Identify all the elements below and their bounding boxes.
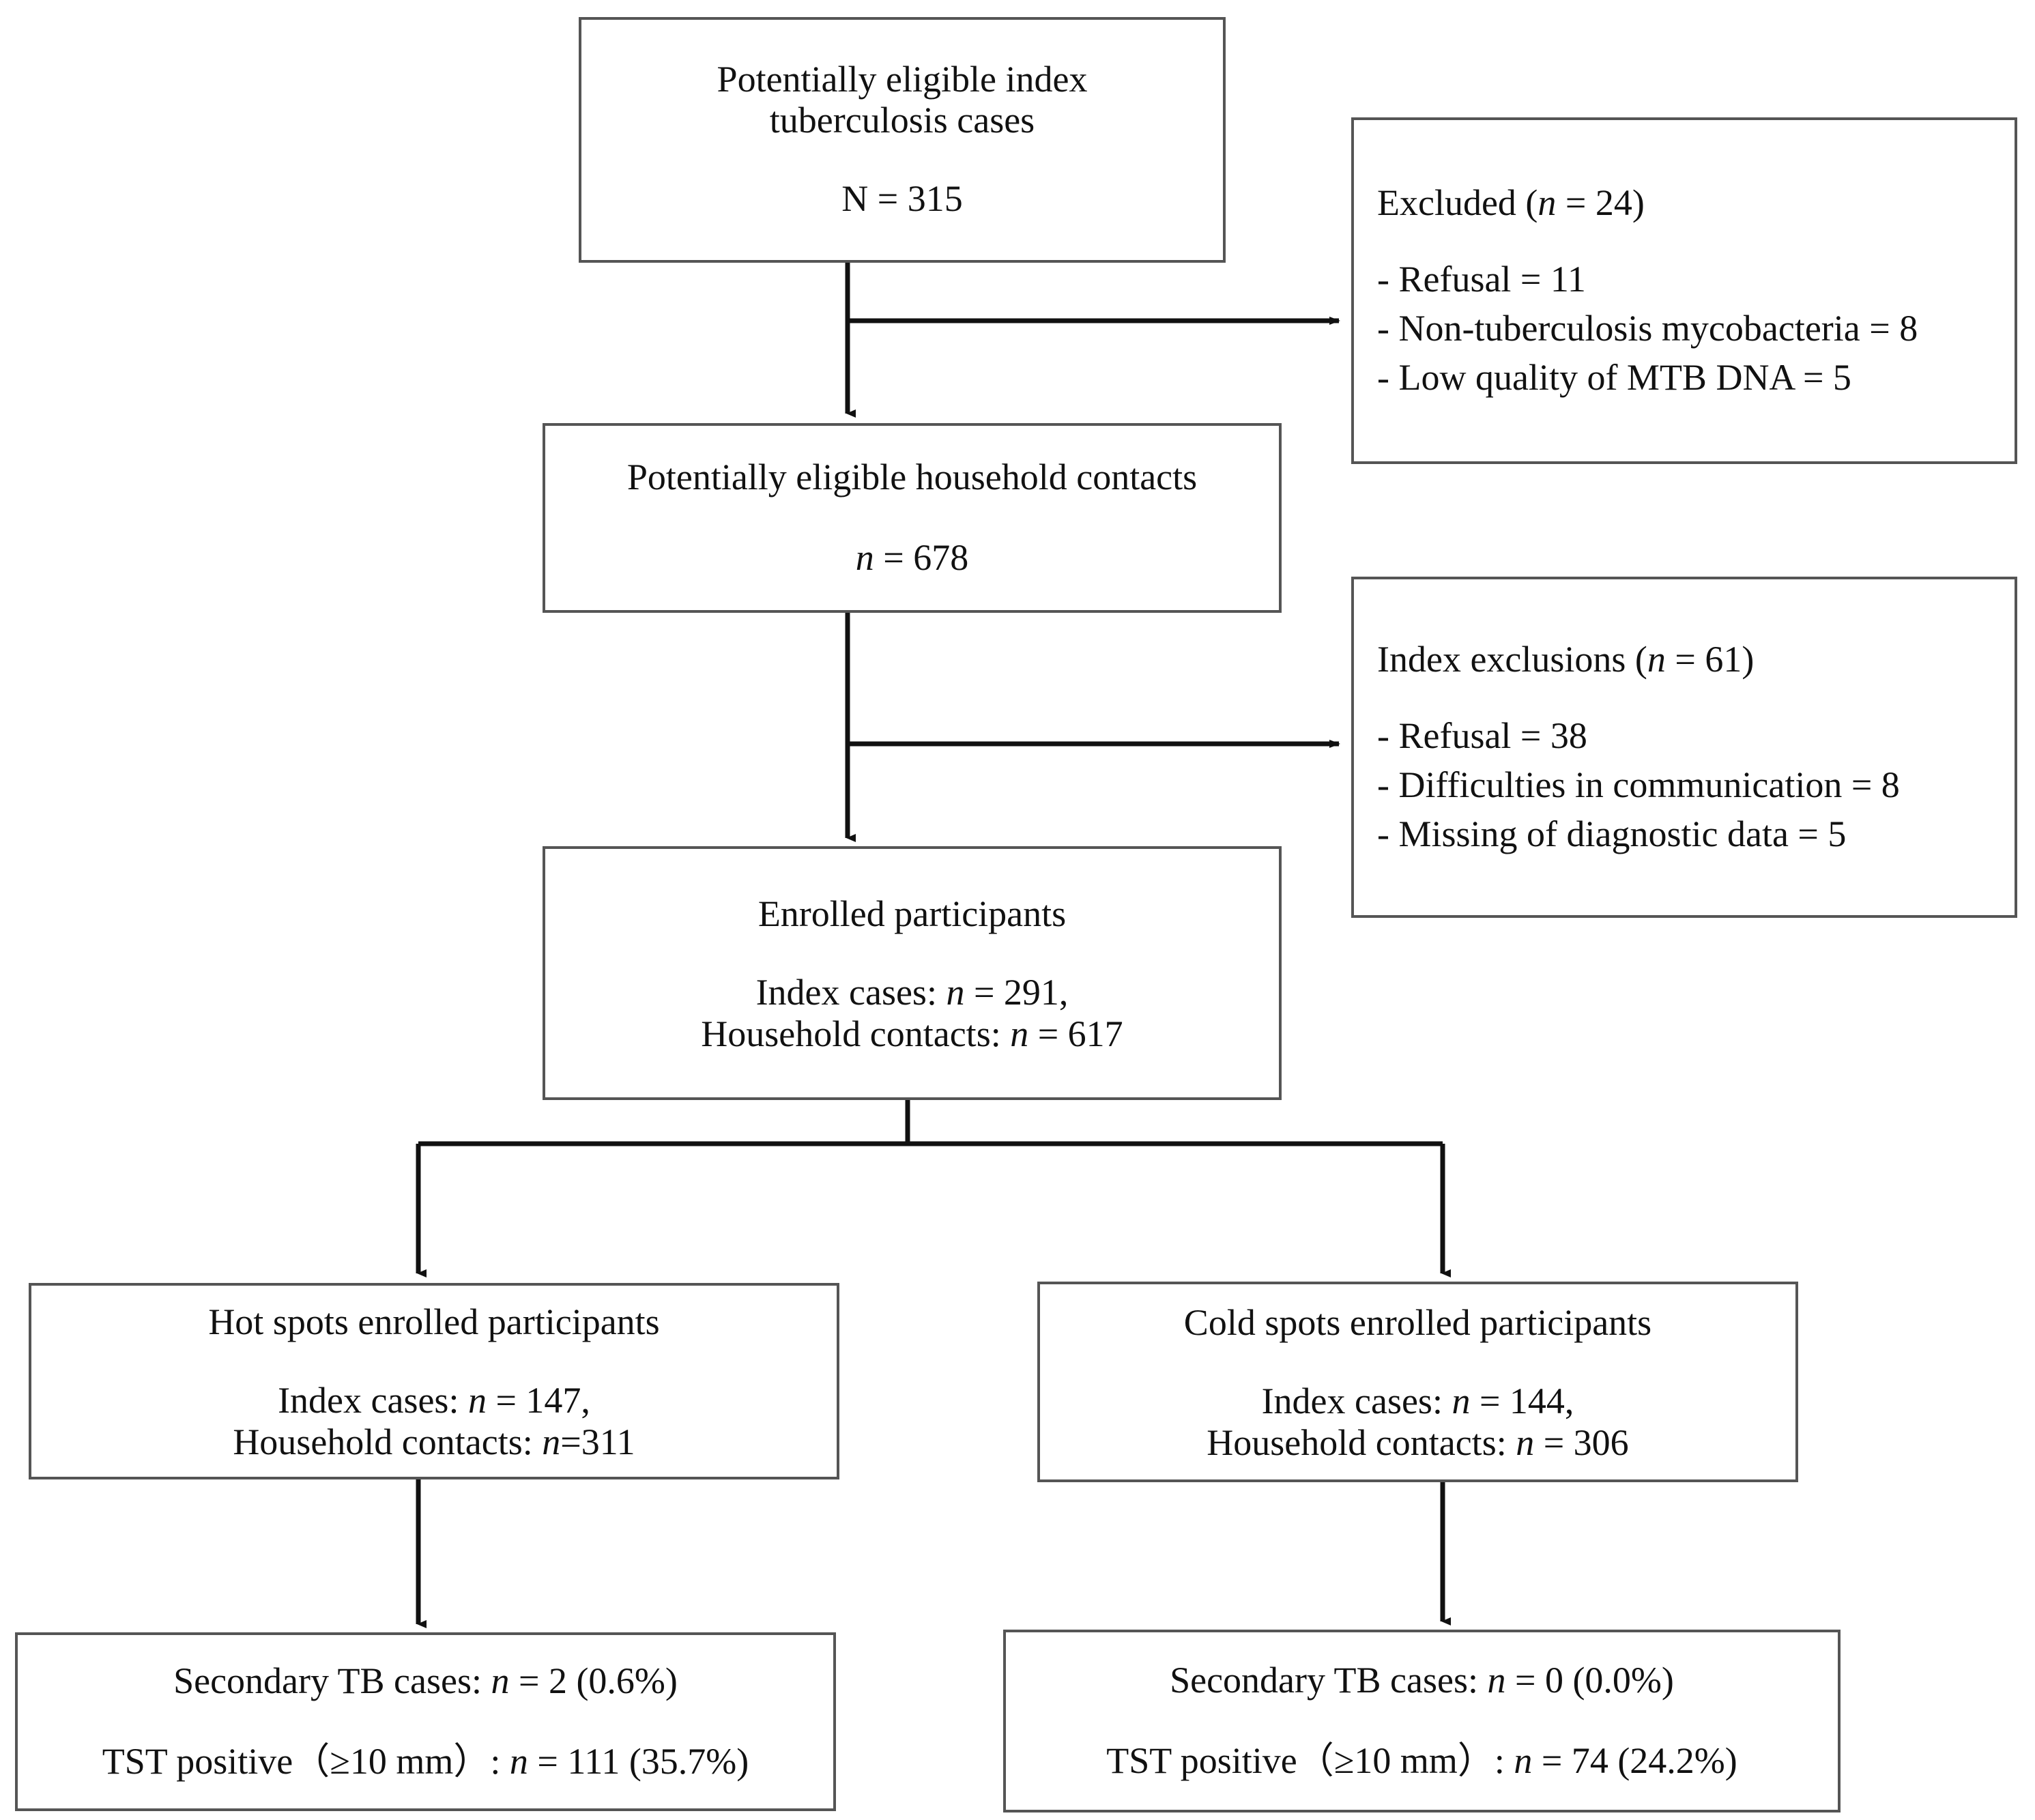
cold-results-secondary-italic: n (1487, 1660, 1506, 1701)
index-exclusions-heading-suffix: = 61) (1665, 639, 1755, 680)
household-count: n = 678 (856, 536, 968, 581)
cold-spots-index-label: Index cases: (1261, 1381, 1452, 1422)
household-title: Potentially eligible household contacts (626, 457, 1198, 498)
index-exclusions-item-1: - Difficulties in communication = 8 (1377, 764, 1900, 805)
node-hot-spots: Hot spots enrolled participants Index ca… (29, 1283, 839, 1479)
node-cold-spots-results: Secondary TB cases: n = 0 (0.0%) TST pos… (1003, 1630, 1841, 1812)
index-exclusions-heading: Index exclusions (n = 61) (1377, 637, 1754, 682)
enrolled-index-value: = 291, (964, 972, 1069, 1013)
hot-spots-contacts-label: Household contacts: (233, 1421, 543, 1462)
cold-results-tst-label: TST positive（≥10 mm）: (1106, 1740, 1514, 1781)
hot-spots-title: Hot spots enrolled participants (208, 1301, 660, 1342)
enrolled-index-label: Index cases: (755, 972, 947, 1013)
hot-results-tst-italic: n (509, 1741, 528, 1782)
enrolled-index-cases: Index cases: n = 291, (756, 972, 1069, 1013)
cold-spots-contacts-italic: n (1516, 1421, 1535, 1463)
index-exclusions-item-0: - Refusal = 38 (1377, 715, 1587, 757)
index-cases-count: N = 315 (841, 177, 963, 219)
enrolled-index-italic: n (946, 972, 965, 1013)
enrolled-contacts-italic: n (1010, 1013, 1029, 1054)
excluded-item-2: - Low quality of MTB DNA = 5 (1377, 356, 1851, 398)
cold-spots-contacts-label: Household contacts: (1207, 1421, 1516, 1463)
excluded-heading: Excluded (n = 24) (1377, 181, 1645, 226)
index-exclusions-item-2: - Missing of diagnostic data = 5 (1377, 813, 1847, 854)
node-hot-spots-results: Secondary TB cases: n = 2 (0.6%) TST pos… (15, 1632, 836, 1811)
excluded-heading-italic: n (1538, 182, 1557, 224)
hot-spots-index-label: Index cases: (278, 1380, 468, 1421)
hot-results-secondary-label: Secondary TB cases: (173, 1660, 491, 1702)
cold-spots-household-contacts: Household contacts: n = 306 (1207, 1422, 1628, 1463)
cold-results-tst-italic: n (1514, 1740, 1533, 1781)
excluded-item-1: - Non-tuberculosis mycobacteria = 8 (1377, 308, 1918, 349)
cold-spots-contacts-value: = 306 (1534, 1421, 1629, 1463)
hot-spots-index-cases: Index cases: n = 147, (278, 1380, 590, 1421)
cold-results-tst: TST positive（≥10 mm）: n = 74 (24.2%) (1106, 1739, 1737, 1784)
cold-results-tst-value: = 74 (24.2%) (1532, 1740, 1737, 1781)
enrolled-household-contacts: Household contacts: n = 617 (701, 1013, 1123, 1054)
hot-spots-index-italic: n (467, 1380, 487, 1421)
cold-spots-index-value: = 144, (1470, 1381, 1574, 1422)
hot-spots-contacts-italic: n (542, 1421, 561, 1462)
household-count-italic: n (855, 537, 874, 578)
node-index-cases: Potentially eligible index tuberculosis … (579, 17, 1226, 263)
node-cold-spots: Cold spots enrolled participants Index c… (1037, 1282, 1798, 1482)
cold-spots-title: Cold spots enrolled participants (1183, 1301, 1652, 1343)
index-exclusions-heading-italic: n (1647, 639, 1666, 680)
enrolled-contacts-value: = 617 (1028, 1013, 1123, 1054)
cold-results-secondary: Secondary TB cases: n = 0 (0.0%) (1170, 1658, 1674, 1703)
hot-results-secondary: Secondary TB cases: n = 2 (0.6%) (173, 1659, 678, 1704)
index-exclusions-heading-prefix: Index exclusions ( (1377, 639, 1647, 680)
hot-spots-contacts-value: =311 (560, 1421, 635, 1462)
hot-results-secondary-value: = 2 (0.6%) (509, 1660, 678, 1702)
node-excluded: Excluded (n = 24) - Refusal = 11 - Non-t… (1351, 117, 2017, 464)
cold-results-secondary-value: = 0 (0.0%) (1505, 1660, 1674, 1701)
hot-results-tst-label: TST positive（≥10 mm）: (102, 1741, 510, 1782)
hot-results-tst: TST positive（≥10 mm）: n = 111 (35.7%) (102, 1739, 749, 1785)
index-cases-title-line1: Potentially eligible index (717, 58, 1088, 100)
excluded-item-0: - Refusal = 11 (1377, 259, 1586, 300)
index-cases-title-line2: tuberculosis cases (769, 100, 1035, 141)
excluded-heading-prefix: Excluded ( (1377, 182, 1538, 224)
hot-results-tst-value: = 111 (35.7%) (528, 1741, 749, 1782)
enrolled-title: Enrolled participants (757, 893, 1067, 934)
cold-spots-index-cases: Index cases: n = 144, (1262, 1381, 1574, 1421)
hot-results-secondary-italic: n (491, 1660, 510, 1702)
hot-spots-index-value: = 147, (486, 1380, 590, 1421)
household-count-rest: = 678 (874, 537, 969, 578)
node-index-exclusions: Index exclusions (n = 61) - Refusal = 38… (1351, 577, 2017, 918)
hot-spots-household-contacts: Household contacts: n=311 (233, 1421, 635, 1462)
enrolled-contacts-label: Household contacts: (701, 1013, 1011, 1054)
excluded-heading-suffix: = 24) (1556, 182, 1645, 224)
node-household-contacts: Potentially eligible household contacts … (543, 423, 1282, 613)
cold-results-secondary-label: Secondary TB cases: (1170, 1660, 1488, 1701)
cold-spots-index-italic: n (1452, 1381, 1471, 1422)
node-enrolled-participants: Enrolled participants Index cases: n = 2… (543, 846, 1282, 1100)
